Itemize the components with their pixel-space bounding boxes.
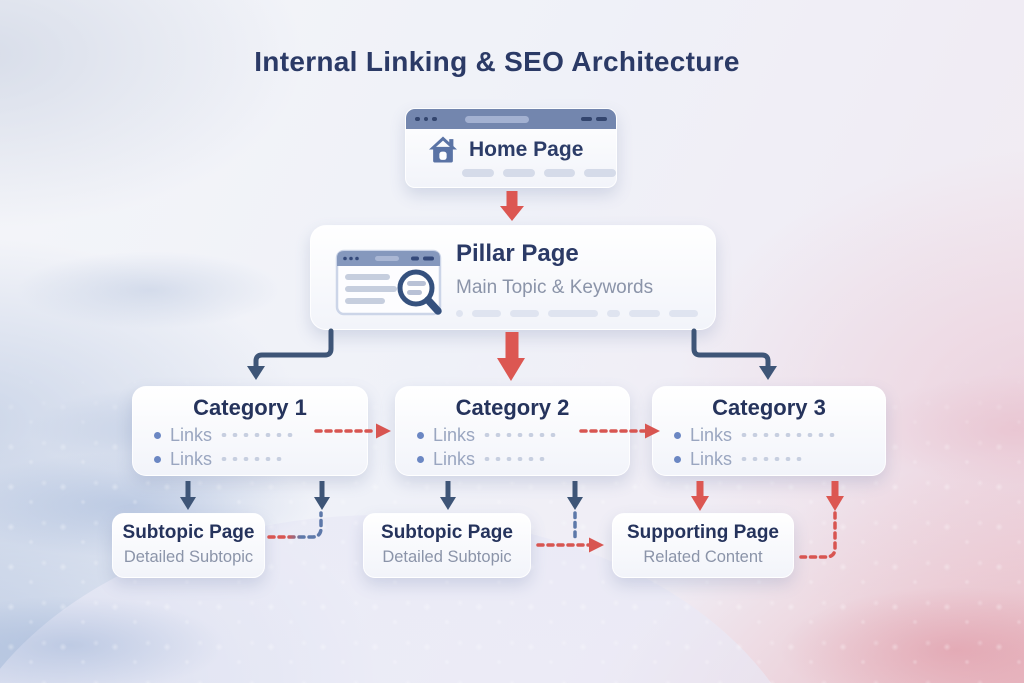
browser-dot-icon [423, 116, 428, 122]
bullet-icon [417, 455, 424, 463]
dotted-filler [484, 433, 557, 437]
subpage-subtitle: Detailed Subtopic [382, 548, 512, 566]
links-label: Links [690, 424, 733, 445]
browser-dot-icon [432, 116, 437, 122]
subpage-title: Subtopic Page [381, 522, 513, 543]
browser-chrome-bar [406, 109, 616, 129]
arrow-pillar-to-category-2 [497, 332, 525, 381]
placeholder-keyword-dashes [456, 310, 698, 317]
browser-control-icon [581, 116, 592, 122]
arrows-category3-to-supporting [691, 481, 844, 511]
subpage-subtitle: Detailed Subtopic [123, 548, 254, 566]
links-label: Links [170, 448, 213, 469]
arrow-pillar-to-category-3 [691, 328, 777, 380]
bullet-icon [674, 455, 681, 463]
pillar-page-subtitle: Main Topic & Keywords [456, 277, 654, 298]
dotted-filler [741, 433, 840, 437]
subtopic-page-1-node: Subtopic Page Detailed Subtopic [112, 513, 265, 578]
subpage-subtitle: Related Content [643, 548, 763, 566]
dotted-filler [741, 457, 808, 461]
bullet-icon [417, 431, 424, 439]
arrow-pillar-to-category-1 [247, 328, 334, 380]
browser-dot-icon [415, 116, 420, 122]
home-page-node: Home Page [405, 108, 617, 188]
bullet-icon [154, 455, 161, 463]
page-title: Internal Linking & SEO Architecture [254, 46, 740, 77]
links-label: Links [170, 424, 213, 445]
bullet-icon [674, 431, 681, 439]
browser-control-icon [596, 116, 607, 122]
subpage-title: Supporting Page [627, 522, 779, 543]
subtopic-page-2-node: Subtopic Page Detailed Subtopic [363, 513, 531, 578]
house-icon [428, 136, 458, 163]
category-title: Category 2 [455, 395, 570, 420]
arrows-categories-to-subtopics [180, 481, 583, 510]
dotted-filler [484, 457, 551, 461]
category-2-node: Category 2 Links Links [395, 386, 630, 476]
category-3-node: Category 3 Links Links [652, 386, 886, 476]
home-page-label: Home Page [469, 137, 584, 161]
dotted-filler [221, 433, 294, 437]
category-title: Category 1 [193, 395, 307, 420]
subpage-title: Subtopic Page [122, 522, 255, 543]
pillar-page-title: Pillar Page [456, 240, 579, 267]
supporting-page-node: Supporting Page Related Content [612, 513, 794, 578]
category-1-node: Category 1 Links Links [132, 386, 368, 476]
browser-search-icon [335, 249, 442, 316]
dotted-filler [221, 457, 288, 461]
arrow-home-to-pillar [500, 191, 524, 221]
pillar-page-node: Pillar Page Main Topic & Keywords [310, 225, 716, 330]
dashed-elbow-supporting [799, 511, 837, 559]
links-label: Links [433, 448, 476, 469]
links-label: Links [433, 424, 476, 445]
dashed-elbow-subtopic1 [267, 511, 323, 539]
bullet-icon [154, 431, 161, 439]
category-title: Category 3 [712, 395, 826, 420]
links-label: Links [690, 448, 733, 469]
arrow-subtopic2-to-supporting [536, 537, 604, 553]
address-bar [464, 115, 529, 123]
placeholder-content-lines [462, 169, 616, 177]
